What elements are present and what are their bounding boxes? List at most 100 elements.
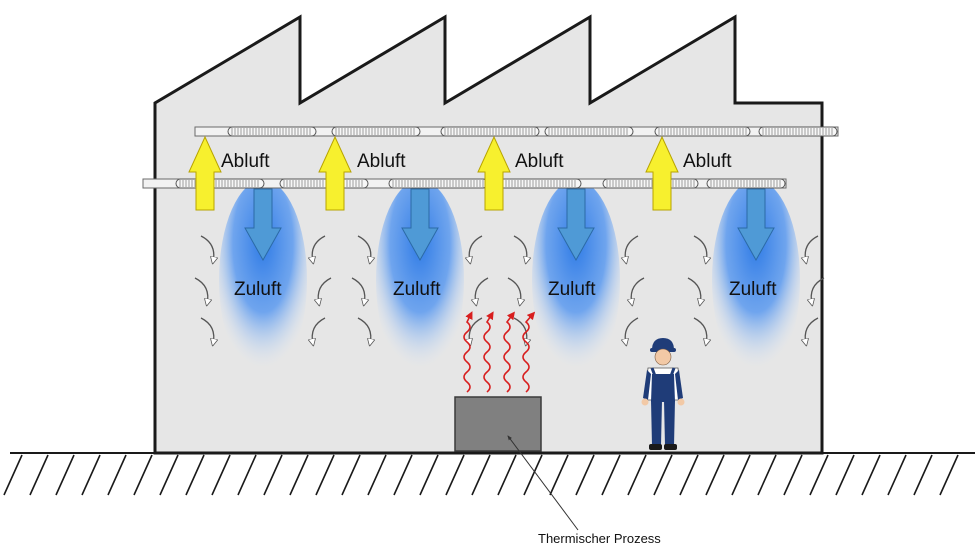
diffuser	[602, 178, 699, 189]
heat-wave-icon	[463, 311, 473, 393]
diffuser	[388, 178, 488, 189]
ground-hatch	[497, 454, 517, 496]
air-swirl-icon	[357, 235, 371, 262]
exhaust-arrow-icon	[188, 135, 222, 211]
supply-arrows	[244, 188, 775, 262]
air-swirl-icon	[687, 277, 701, 304]
air-swirl-icon	[805, 235, 819, 262]
ground-hatch	[367, 454, 387, 496]
heat-waves	[463, 311, 536, 393]
air-swirl-icon	[469, 235, 483, 262]
air-swirl-icon	[194, 277, 208, 304]
supply-label: Zuluft	[729, 279, 777, 300]
ground-hatch	[601, 454, 621, 496]
air-swirl-icon	[475, 277, 489, 304]
supply-plumes	[219, 180, 800, 380]
ground-hatch	[627, 454, 647, 496]
air-swirls	[194, 235, 825, 344]
ground-hatch	[81, 454, 101, 496]
supply-label: Zuluft	[548, 279, 596, 300]
air-swirl-icon	[513, 235, 527, 262]
heat-wave-icon	[483, 311, 494, 393]
ground-hatch	[263, 454, 283, 496]
ground-hatch	[887, 454, 907, 496]
ground-hatch	[575, 454, 595, 496]
supply-label: Zuluft	[234, 279, 282, 300]
ground-hatch	[679, 454, 699, 496]
ground-hatch	[523, 454, 543, 496]
exhaust-label: Abluft	[357, 151, 406, 172]
ground-hatch	[237, 454, 257, 496]
diffuser	[654, 126, 751, 137]
diffuser	[440, 126, 540, 137]
supply-arrow-icon	[244, 188, 282, 262]
heat-wave-icon	[522, 311, 536, 393]
ground-hatch	[29, 454, 49, 496]
diffuser	[331, 126, 421, 137]
exhaust-label: Abluft	[221, 151, 270, 172]
supply-arrow-icon	[557, 188, 595, 262]
ground-hatch	[133, 454, 153, 496]
air-swirl-icon	[507, 277, 521, 304]
air-swirl-icon	[811, 277, 825, 304]
worker-icon	[641, 338, 685, 450]
diffuser	[227, 126, 317, 137]
exhaust-label: Abluft	[515, 151, 564, 172]
diffuser	[544, 126, 634, 137]
ground-hatch	[445, 454, 465, 496]
air-swirl-icon	[693, 317, 707, 344]
air-swirl-icon	[805, 317, 819, 344]
ground	[3, 452, 975, 496]
ground-hatch	[419, 454, 439, 496]
ground-hatch	[939, 454, 959, 496]
supply-arrow-icon	[401, 188, 439, 262]
diffuser	[706, 178, 786, 189]
air-swirl-icon	[318, 277, 332, 304]
ground-hatch	[315, 454, 335, 496]
ground-hatch	[731, 454, 751, 496]
upper-duct	[194, 126, 839, 137]
supply-arrow-icon	[737, 188, 775, 262]
air-swirl-icon	[625, 317, 639, 344]
air-swirl-icon	[312, 235, 326, 262]
ground-hatch	[861, 454, 881, 496]
ground-hatch	[913, 454, 933, 496]
air-swirl-icon	[513, 317, 527, 344]
air-swirl-icon	[312, 317, 326, 344]
diffuser	[492, 178, 582, 189]
diffuser	[279, 178, 369, 189]
diffuser	[758, 126, 838, 137]
ground-hatch	[471, 454, 491, 496]
ground-hatch	[809, 454, 829, 496]
air-swirl-icon	[625, 235, 639, 262]
ground-hatch	[55, 454, 75, 496]
air-swirl-icon	[631, 277, 645, 304]
supply-plume	[376, 180, 464, 380]
supply-plume	[712, 180, 800, 380]
exhaust-arrows	[188, 135, 679, 211]
ground-hatch	[3, 454, 23, 496]
ground-hatch	[289, 454, 309, 496]
supply-plume	[532, 180, 620, 380]
ground-hatch	[159, 454, 179, 496]
air-swirl-icon	[351, 277, 365, 304]
exhaust-arrow-icon	[477, 135, 511, 211]
air-swirl-icon	[469, 317, 483, 344]
ground-hatch	[341, 454, 361, 496]
lower-duct	[142, 178, 787, 189]
supply-label: Zuluft	[393, 279, 441, 300]
ground-hatch	[757, 454, 777, 496]
ground-hatch	[107, 454, 127, 496]
air-swirl-icon	[200, 317, 214, 344]
heat-wave-icon	[503, 311, 515, 393]
ground-hatch	[185, 454, 205, 496]
ground-hatch	[835, 454, 855, 496]
ground-hatch	[653, 454, 673, 496]
air-swirl-icon	[200, 235, 214, 262]
process-leader-line	[507, 435, 579, 531]
ground-hatch	[783, 454, 803, 496]
exhaust-labels: Abluft Abluft Abluft Abluft	[221, 151, 732, 172]
supply-labels: Zuluft Zuluft Zuluft Zuluft	[234, 279, 777, 300]
diffuser	[175, 178, 265, 189]
